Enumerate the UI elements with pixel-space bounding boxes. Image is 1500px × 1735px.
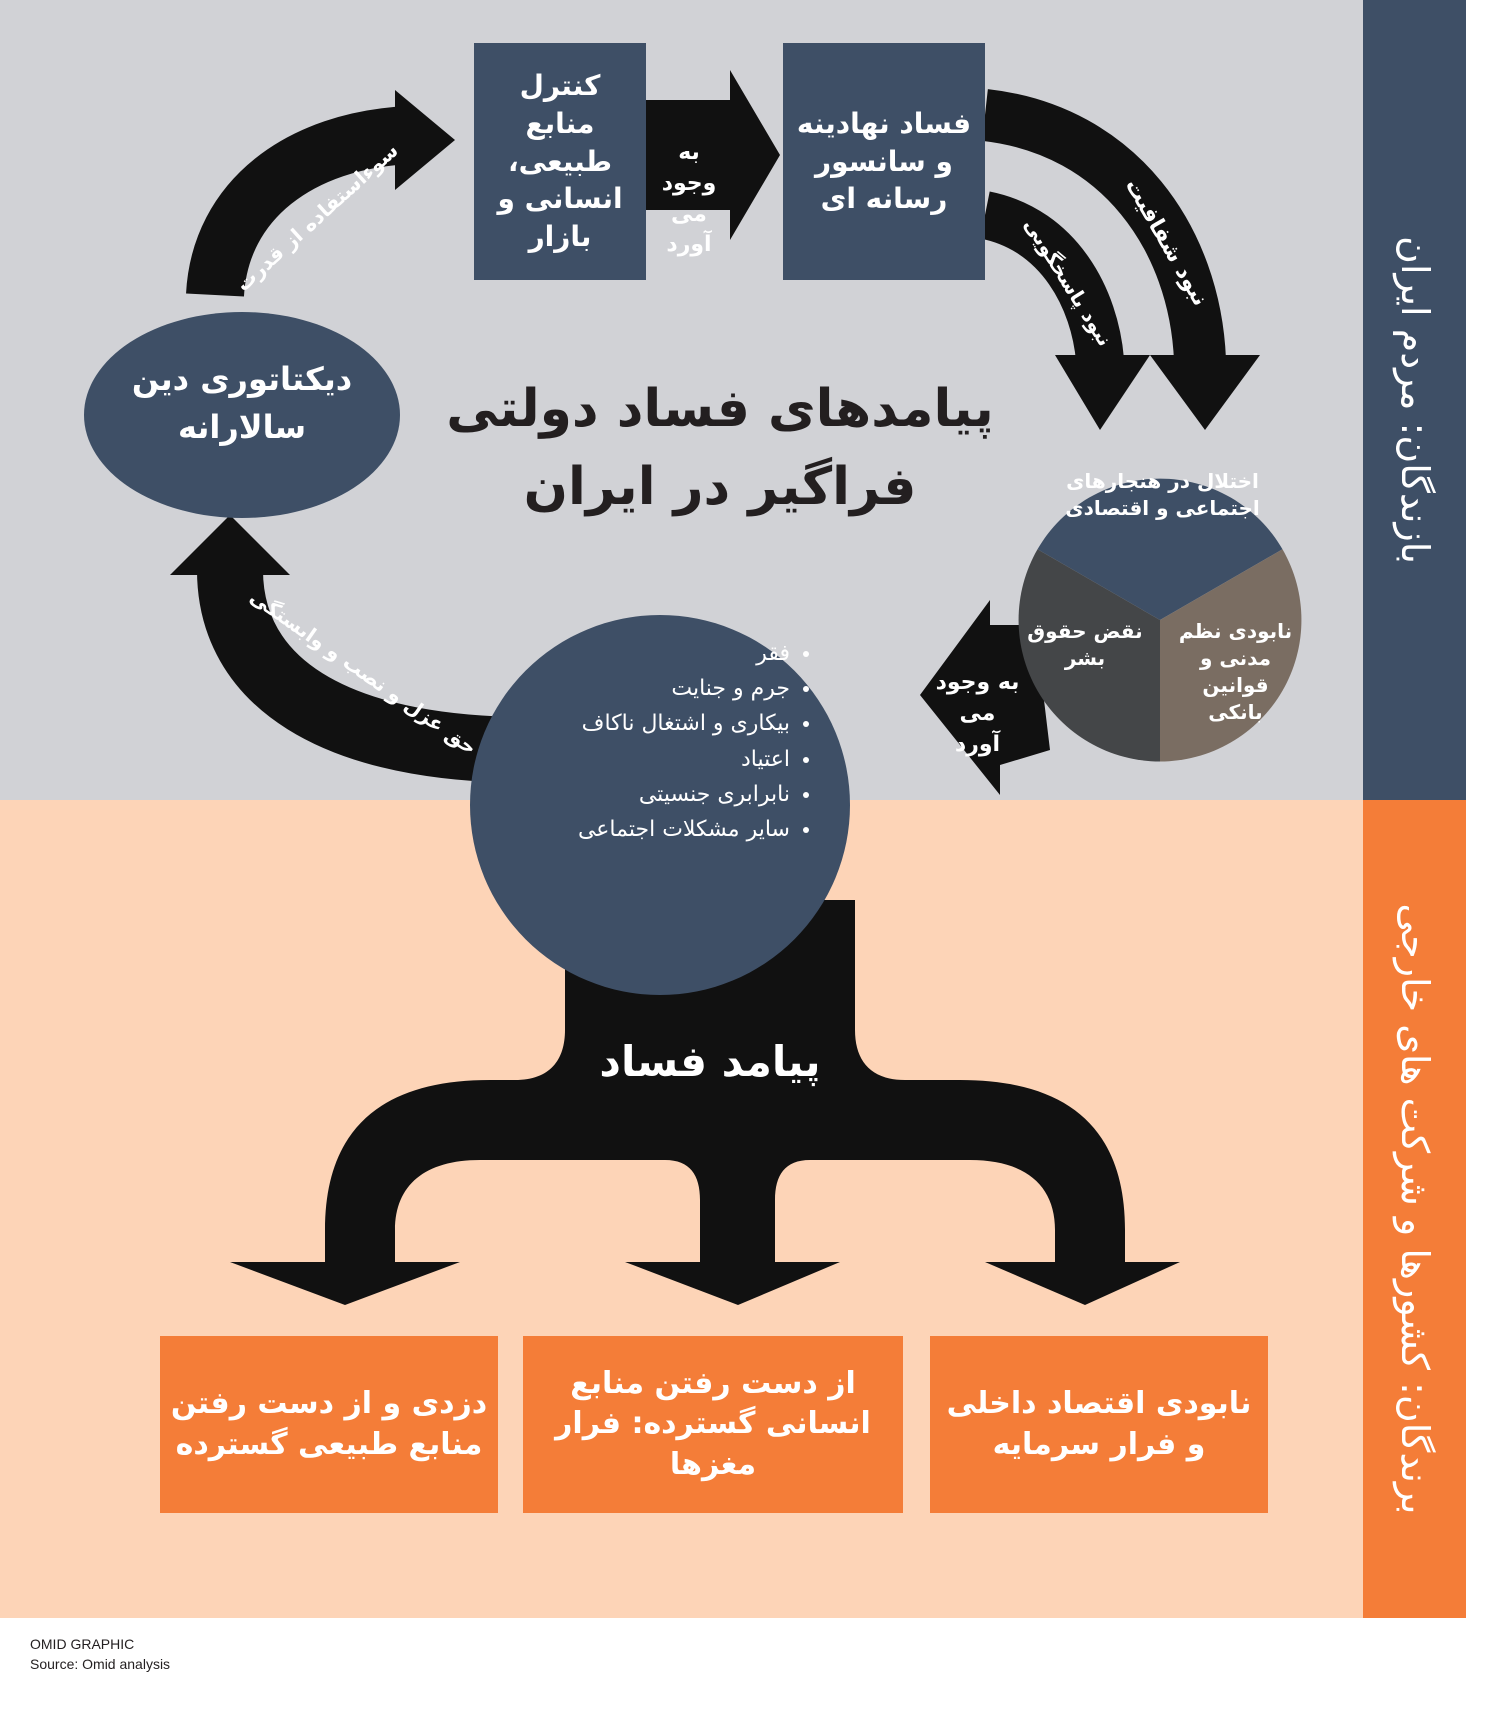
pie-label-top: اختلال در هنجارهای اجتماعی و اقتصادی [1065, 469, 1260, 520]
consequence-label: پیامد فساد [599, 1037, 821, 1086]
page-title: پیامدهای فساد دولتی فراگیر در ایران [446, 379, 994, 517]
arrow-no-accountability [979, 191, 1124, 363]
arrow-appoint [197, 568, 531, 783]
arrow-no-transparency-head [1150, 355, 1260, 430]
control-box: کنترل منابع طبیعی، انسانی و بازار [474, 43, 646, 280]
problem-item: سایر مشکلات اجتماعی [540, 812, 790, 847]
arrow-pie-to-problems [920, 600, 1050, 795]
winners-sidebar: برندگان: کشورها و شرکت های خارجی [1363, 800, 1466, 1618]
pie-slice-right [1160, 549, 1302, 762]
problem-item: بیکاری و اشتغال ناکاف [540, 706, 790, 741]
arrow-misuse [186, 106, 412, 298]
arrow-appoint-head [170, 515, 290, 575]
corruption-label: فساد نهادینه و سانسور رسانه ای [796, 106, 972, 216]
control-label: کنترل منابع طبیعی، انسانی و بازار [497, 69, 623, 254]
effects-pie [1018, 478, 1302, 762]
outcome-brain-drain: از دست رفتن منابع انسانی گسترده: فرار مغ… [555, 1365, 871, 1482]
dictatorship-label: دیکتاتوری دین سالارانه [131, 360, 353, 446]
arrow-control-to-corruption [645, 70, 780, 240]
problems-circle [470, 615, 850, 995]
footer-source: Source: Omid analysis [30, 1656, 171, 1672]
arrow-misuse-head [395, 90, 455, 190]
problem-item: فقر [540, 636, 790, 671]
outcome-box-natural-resources: دزدی و از دست رفتن منابع طبیعی گسترده [160, 1336, 498, 1513]
dictatorship-ellipse [84, 312, 400, 518]
pie-slice-left [1018, 549, 1160, 762]
footer-brand: OMID GRAPHIC [30, 1636, 135, 1652]
corruption-box: فساد نهادینه و سانسور رسانه ای [783, 43, 985, 280]
problem-item: اعتیاد [540, 742, 790, 777]
problem-item: جرم و جنایت [540, 671, 790, 706]
arrow-label-brings-2: به وجود می آورد [935, 670, 1020, 757]
branch-left-head [230, 1262, 460, 1305]
arrow-label-brings-1: به وجود می آورد [661, 140, 717, 258]
pie-label-left: نقض حقوق بشر [1027, 619, 1143, 670]
branch-right-head [985, 1262, 1180, 1305]
branch-center-head [625, 1262, 840, 1305]
pie-label-right: نابودی نظم مدنی و قوانین بانکی [1178, 619, 1293, 724]
outcome-natural-resources: دزدی و از دست رفتن منابع طبیعی گسترده [170, 1386, 488, 1462]
trunk-shape [325, 900, 1125, 1275]
problem-item: نابرابری جنسیتی [540, 777, 790, 812]
pie-slice-top [1037, 478, 1283, 620]
arrow-no-transparency [981, 89, 1226, 362]
losers-sidebar: بازندگان: مردم ایران [1363, 0, 1466, 800]
outcome-box-brain-drain: از دست رفتن منابع انسانی گسترده: فرار مغ… [523, 1336, 903, 1513]
outcome-economy: نابودی اقتصاد داخلی و فرار سرمایه [946, 1386, 1252, 1462]
arrow-no-accountability-head [1055, 355, 1150, 430]
outcome-box-economy: نابودی اقتصاد داخلی و فرار سرمایه [930, 1336, 1268, 1513]
problems-list: فقر جرم و جنایت بیکاری و اشتغال ناکاف اع… [540, 636, 816, 847]
